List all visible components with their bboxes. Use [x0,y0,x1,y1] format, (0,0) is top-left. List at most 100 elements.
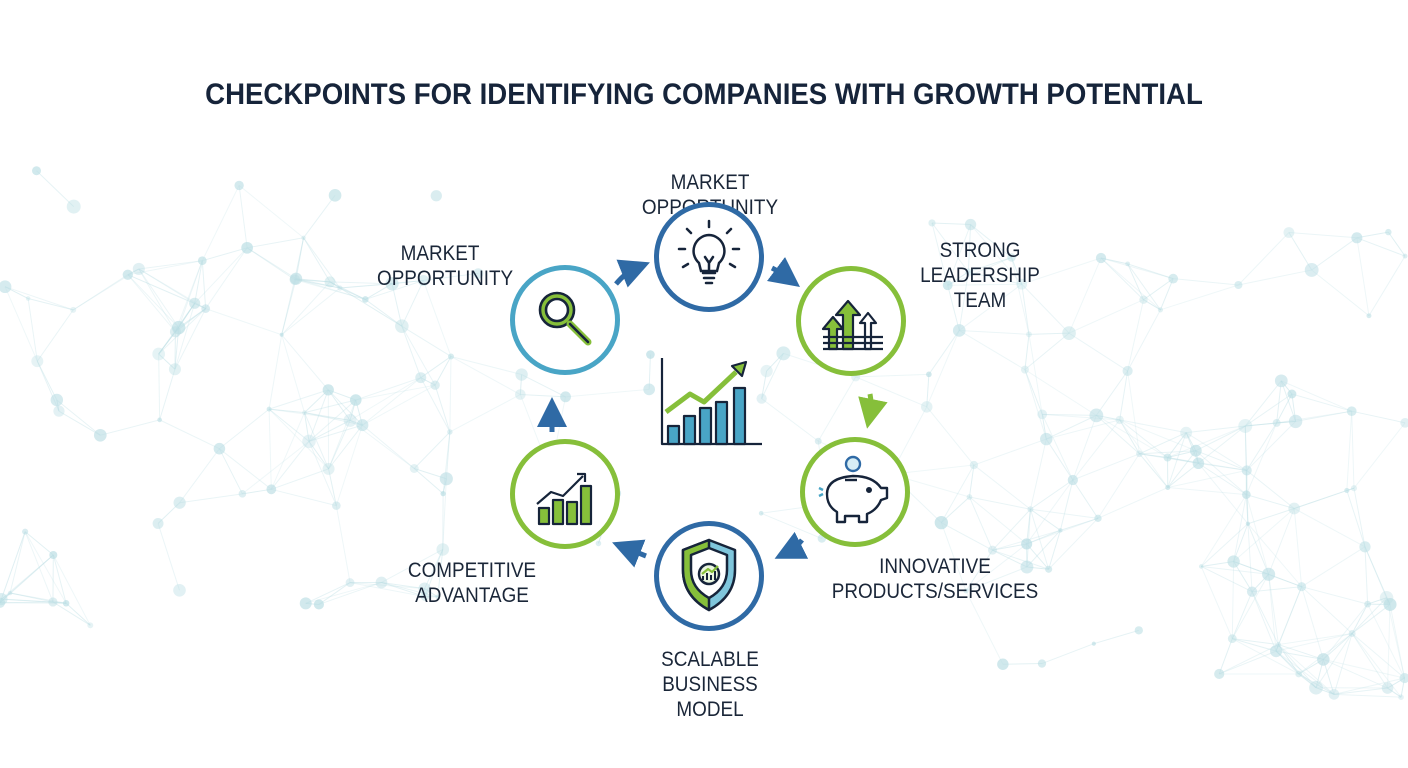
network-line [1024,369,1097,416]
magnifier-icon [538,291,592,346]
network-line [339,287,403,327]
network-line [1024,334,1030,370]
network-line [973,464,1031,510]
network-node [417,274,429,287]
network-line [968,496,993,551]
network-line [965,566,1028,592]
lightbulb-icon [677,219,741,285]
network-line [947,283,1022,286]
network-line [1252,586,1302,593]
network-line [1030,479,1074,510]
network-node [964,218,977,231]
network-line [1127,309,1161,372]
network-line [1280,380,1297,422]
network-line [1275,586,1303,652]
network-line [1295,410,1352,422]
network-line [424,549,444,597]
network-line [958,283,1023,331]
network-node [1037,409,1048,420]
network-line [138,268,195,304]
network-line [1048,530,1061,570]
network-node [302,434,316,449]
network-node [1379,590,1394,605]
network-node [299,597,312,610]
network-line [327,389,351,421]
network-node [332,501,341,510]
network-node [1163,453,1172,462]
network-line [1315,687,1335,695]
network-line [1322,633,1353,660]
network-node [343,413,357,427]
network-line [1119,419,1168,458]
network-line [304,412,351,421]
network-line [72,274,129,311]
network-line [1293,508,1366,548]
network-line [947,224,972,286]
network-line [1167,450,1197,488]
network-line [281,279,296,335]
network-node [1122,365,1133,377]
network-line [303,237,341,289]
network-line [1231,561,1235,639]
growth-arrows-icon [821,299,883,351]
network-line [1233,508,1295,562]
network-line [1278,644,1324,660]
network-line [1026,529,1061,545]
network-line [1353,422,1406,489]
network-node [646,350,655,359]
network-line [305,582,351,604]
network-line [926,374,930,407]
network-line [1298,673,1317,689]
network-node [963,588,969,594]
network-node [1037,659,1047,668]
network-line [355,377,421,401]
arrow-bottomright-to-bottom [774,531,809,559]
network-node [189,297,201,309]
network-line [520,394,566,398]
network-line [24,531,54,603]
network-line [1167,462,1199,488]
network-line [318,582,351,605]
network-line [205,247,248,309]
network-line [1026,530,1061,568]
network-node [1241,465,1252,476]
network-line [391,283,403,327]
network-line [1167,469,1247,489]
network-node [0,280,12,294]
network-node [1027,506,1034,513]
network-line [303,412,310,442]
network-line [159,369,176,421]
network-node [1383,597,1397,611]
network-line [1294,489,1348,509]
network-node [926,371,932,378]
network-node [1045,565,1053,573]
network-node [447,429,453,435]
network-node [168,363,181,376]
network-line [1268,574,1279,645]
network-line [1323,658,1405,679]
network-line [1246,422,1278,471]
network-node [395,319,409,333]
network-line [138,268,180,328]
network-line [52,601,91,626]
network-line [1367,603,1405,679]
network-line [318,581,382,605]
network-line [1247,523,1303,588]
arrow-bottom-to-bottomleft [612,539,647,568]
network-line [1246,494,1295,509]
network-line [1301,586,1324,660]
network-node [213,442,226,455]
network-node [776,346,791,361]
network-line [1,554,54,600]
network-line [761,353,784,399]
network-node [1288,414,1303,429]
network-line [36,309,74,362]
network-line [100,419,160,436]
network-line [362,424,415,469]
network-line [1275,650,1317,689]
network-line [1068,299,1144,334]
network-line [1041,643,1095,665]
network-line [328,468,337,506]
network-line [1200,566,1233,639]
